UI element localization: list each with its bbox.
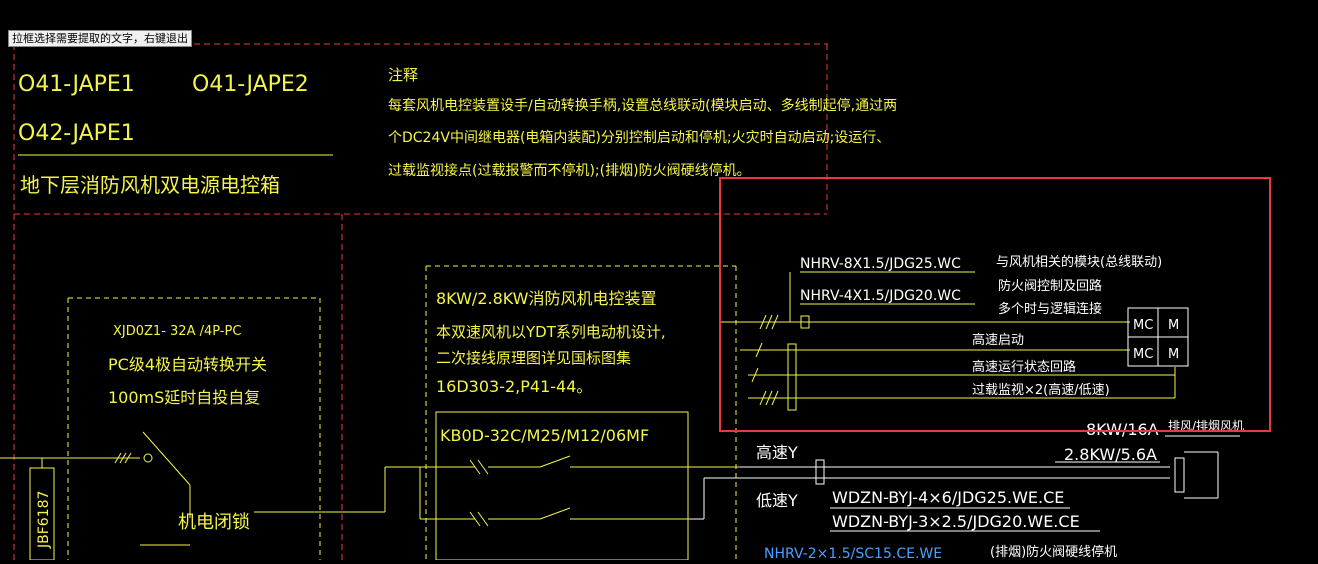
low-speed-label: 低速Y bbox=[756, 491, 798, 510]
lock-label: 机电闭锁 bbox=[178, 512, 250, 533]
dashed-region-borders bbox=[13, 43, 828, 560]
switch-delay: 100mS延时自投自复 bbox=[108, 388, 260, 407]
switch-desc: PC级4极自动转换开关 bbox=[108, 355, 267, 374]
control-box-title: 8KW/2.8KW消防风机电控装置 bbox=[436, 289, 657, 308]
bottom-partial-cable: NHRV-2×1.5/SC15.CE.WE bbox=[764, 546, 942, 560]
breaker-model: KB0D-32C/M25/M12/06MF bbox=[440, 426, 649, 445]
switch-box-border bbox=[67, 297, 321, 560]
cable-low: WDZN-BYJ-3×2.5/JDG20.WE.CE bbox=[832, 512, 1080, 531]
extract-text-tooltip: 拉框选择需要提取的文字，右键退出 bbox=[8, 30, 192, 47]
motor-wiring bbox=[690, 435, 1240, 532]
control-cable-1: NHRV-8X1.5/JDG25.WC bbox=[800, 256, 961, 272]
control-box-desc-3: 16D303-2,P41-44。 bbox=[436, 377, 592, 396]
cable-high: WDZN-BYJ-4×6/JDG25.WE.CE bbox=[832, 488, 1064, 507]
motor-low-rating: 2.8KW/5.6A bbox=[1064, 445, 1157, 464]
panel-title: 地下层消防风机双电源电控箱 bbox=[20, 173, 280, 197]
selection-rectangle[interactable] bbox=[719, 177, 1271, 432]
high-speed-label: 高速Y bbox=[756, 443, 798, 462]
control-note-1: 与风机相关的模块(总线联动) bbox=[996, 254, 1162, 270]
switch-model: XJD0Z1- 32A /4P-PC bbox=[113, 324, 241, 339]
switch-wiring bbox=[0, 431, 460, 546]
jbf-label: JBF6187 bbox=[36, 491, 52, 549]
fan-label: 排风/排烟风机 bbox=[1168, 419, 1244, 433]
control-cable-2: NHRV-4X1.5/JDG20.WC bbox=[800, 288, 961, 304]
m-label-2: M bbox=[1168, 347, 1179, 362]
notes-line-2: 个DC24V中间继电器(电箱内装配)分别控制启动和停机;火灾时自动启动;设运行、 bbox=[388, 129, 890, 146]
motor-high-rating: 8KW/16A bbox=[1086, 420, 1159, 439]
breaker-contacts bbox=[460, 455, 740, 527]
notes-line-3: 过载监视接点(过载报警而不停机);(排烟)防火阀硬线停机。 bbox=[388, 162, 751, 179]
control-note-3: 多个时与逻辑连接 bbox=[998, 301, 1102, 317]
control-box-desc-1: 本双速风机以YDT系列电动机设计, bbox=[436, 323, 666, 341]
signal-high-start: 高速启动 bbox=[972, 332, 1024, 348]
bottom-partial-note: (排烟)防火阀硬线停机 bbox=[990, 544, 1117, 560]
signal-overload: 过载监视×2(高速/低速) bbox=[972, 382, 1110, 398]
signal-high-run: 高速运行状态回路 bbox=[972, 359, 1076, 375]
panel-code-1: O41-JAPE1 bbox=[18, 72, 135, 97]
mc-label-1: MC bbox=[1133, 318, 1153, 333]
control-note-2: 防火阀控制及回路 bbox=[998, 278, 1102, 294]
panel-code-3: O42-JAPE1 bbox=[18, 121, 135, 146]
control-box-desc-2: 二次接线原理图详见国标图集 bbox=[436, 349, 631, 367]
notes-line-1: 每套风机电控装置设手/自动转换手柄,设置总线联动(模块启动、多线制起停,通过两 bbox=[388, 97, 897, 114]
mc-m-boxes bbox=[1127, 307, 1189, 367]
control-wiring bbox=[720, 271, 1176, 411]
m-label-1: M bbox=[1168, 318, 1179, 333]
control-box-border bbox=[425, 265, 737, 560]
panel-code-2: O41-JAPE2 bbox=[192, 72, 309, 97]
mc-label-2: MC bbox=[1133, 347, 1153, 362]
notes-heading: 注释 bbox=[388, 66, 418, 84]
